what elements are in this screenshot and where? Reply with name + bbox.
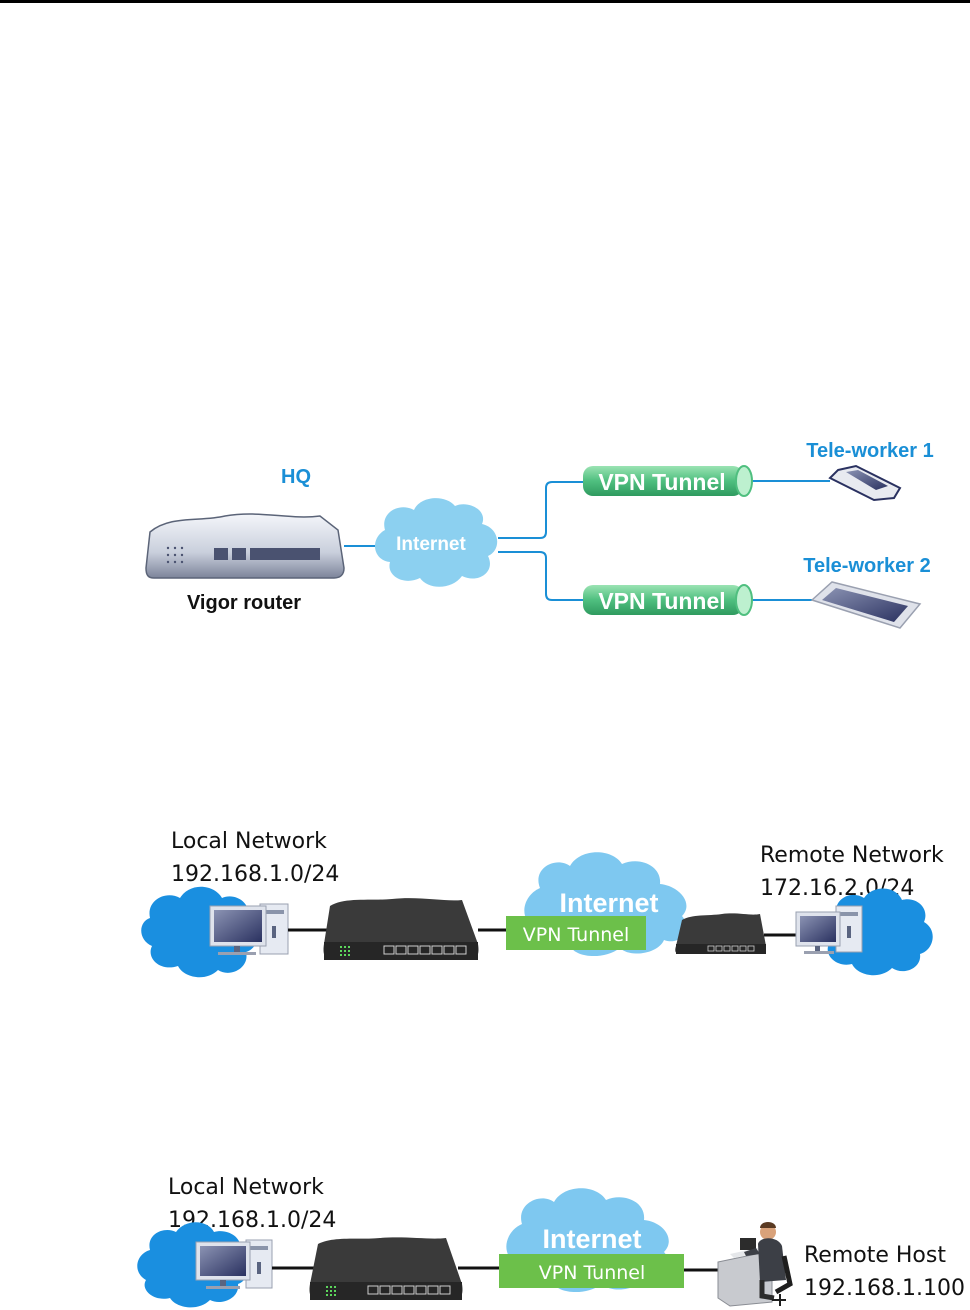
internet-label: Internet xyxy=(396,534,466,555)
vpn-tunnel-1: VPN Tunnel xyxy=(583,465,753,497)
vpn-tunnel-1-label: VPN Tunnel xyxy=(598,469,725,495)
remote-network-title: Remote Network xyxy=(760,843,944,868)
internet-label: Internet xyxy=(559,888,658,918)
vpn-tunnel-bar: VPN Tunnel xyxy=(506,916,646,950)
teleworker-1-label: Tele-worker 1 xyxy=(806,440,933,462)
vpn-tunnel-2-label: VPN Tunnel xyxy=(598,588,725,614)
lan-links xyxy=(272,1266,718,1272)
vigor-router-icon xyxy=(145,513,345,579)
vpn-tunnel-label: VPN Tunnel xyxy=(523,924,630,946)
remote-pc-icon xyxy=(795,905,863,954)
smartphone-icon xyxy=(828,464,902,502)
vpn-tunnel-2: VPN Tunnel xyxy=(583,584,753,616)
teleworker-2-label: Tele-worker 2 xyxy=(803,555,930,577)
diagram-lan-to-lan: Local Network 192.168.1.0/24 xyxy=(141,829,944,978)
remote-host-title: Remote Host xyxy=(804,1243,946,1268)
remote-host-ip: 192.168.1.100 xyxy=(804,1276,965,1301)
top-border xyxy=(0,0,970,3)
vpn-tunnel-label: VPN Tunnel xyxy=(539,1262,646,1284)
remote-host-person-icon xyxy=(717,1222,793,1307)
diagram-hq-teleworkers: HQ Vigor router Internet xyxy=(145,440,934,629)
vpn-tunnel-bar: VPN Tunnel xyxy=(499,1254,684,1288)
hq-label: HQ xyxy=(281,466,311,488)
local-network-subnet: 192.168.1.0/24 xyxy=(171,862,339,887)
local-pc-icon xyxy=(209,903,289,955)
local-router-icon xyxy=(323,898,479,960)
remote-router-icon xyxy=(675,913,766,954)
local-router-icon xyxy=(309,1237,463,1300)
local-network-title: Local Network xyxy=(171,829,327,854)
connection-lines xyxy=(344,480,830,601)
router-label: Vigor router xyxy=(187,592,301,614)
internet-cloud-icon xyxy=(374,498,498,587)
tablet-icon xyxy=(810,581,922,629)
local-pc-icon xyxy=(195,1239,273,1289)
diagram-host-to-lan: Local Network 192.168.1.0/24 xyxy=(137,1175,965,1308)
local-network-title: Local Network xyxy=(168,1175,324,1200)
internet-label: Internet xyxy=(542,1224,641,1254)
